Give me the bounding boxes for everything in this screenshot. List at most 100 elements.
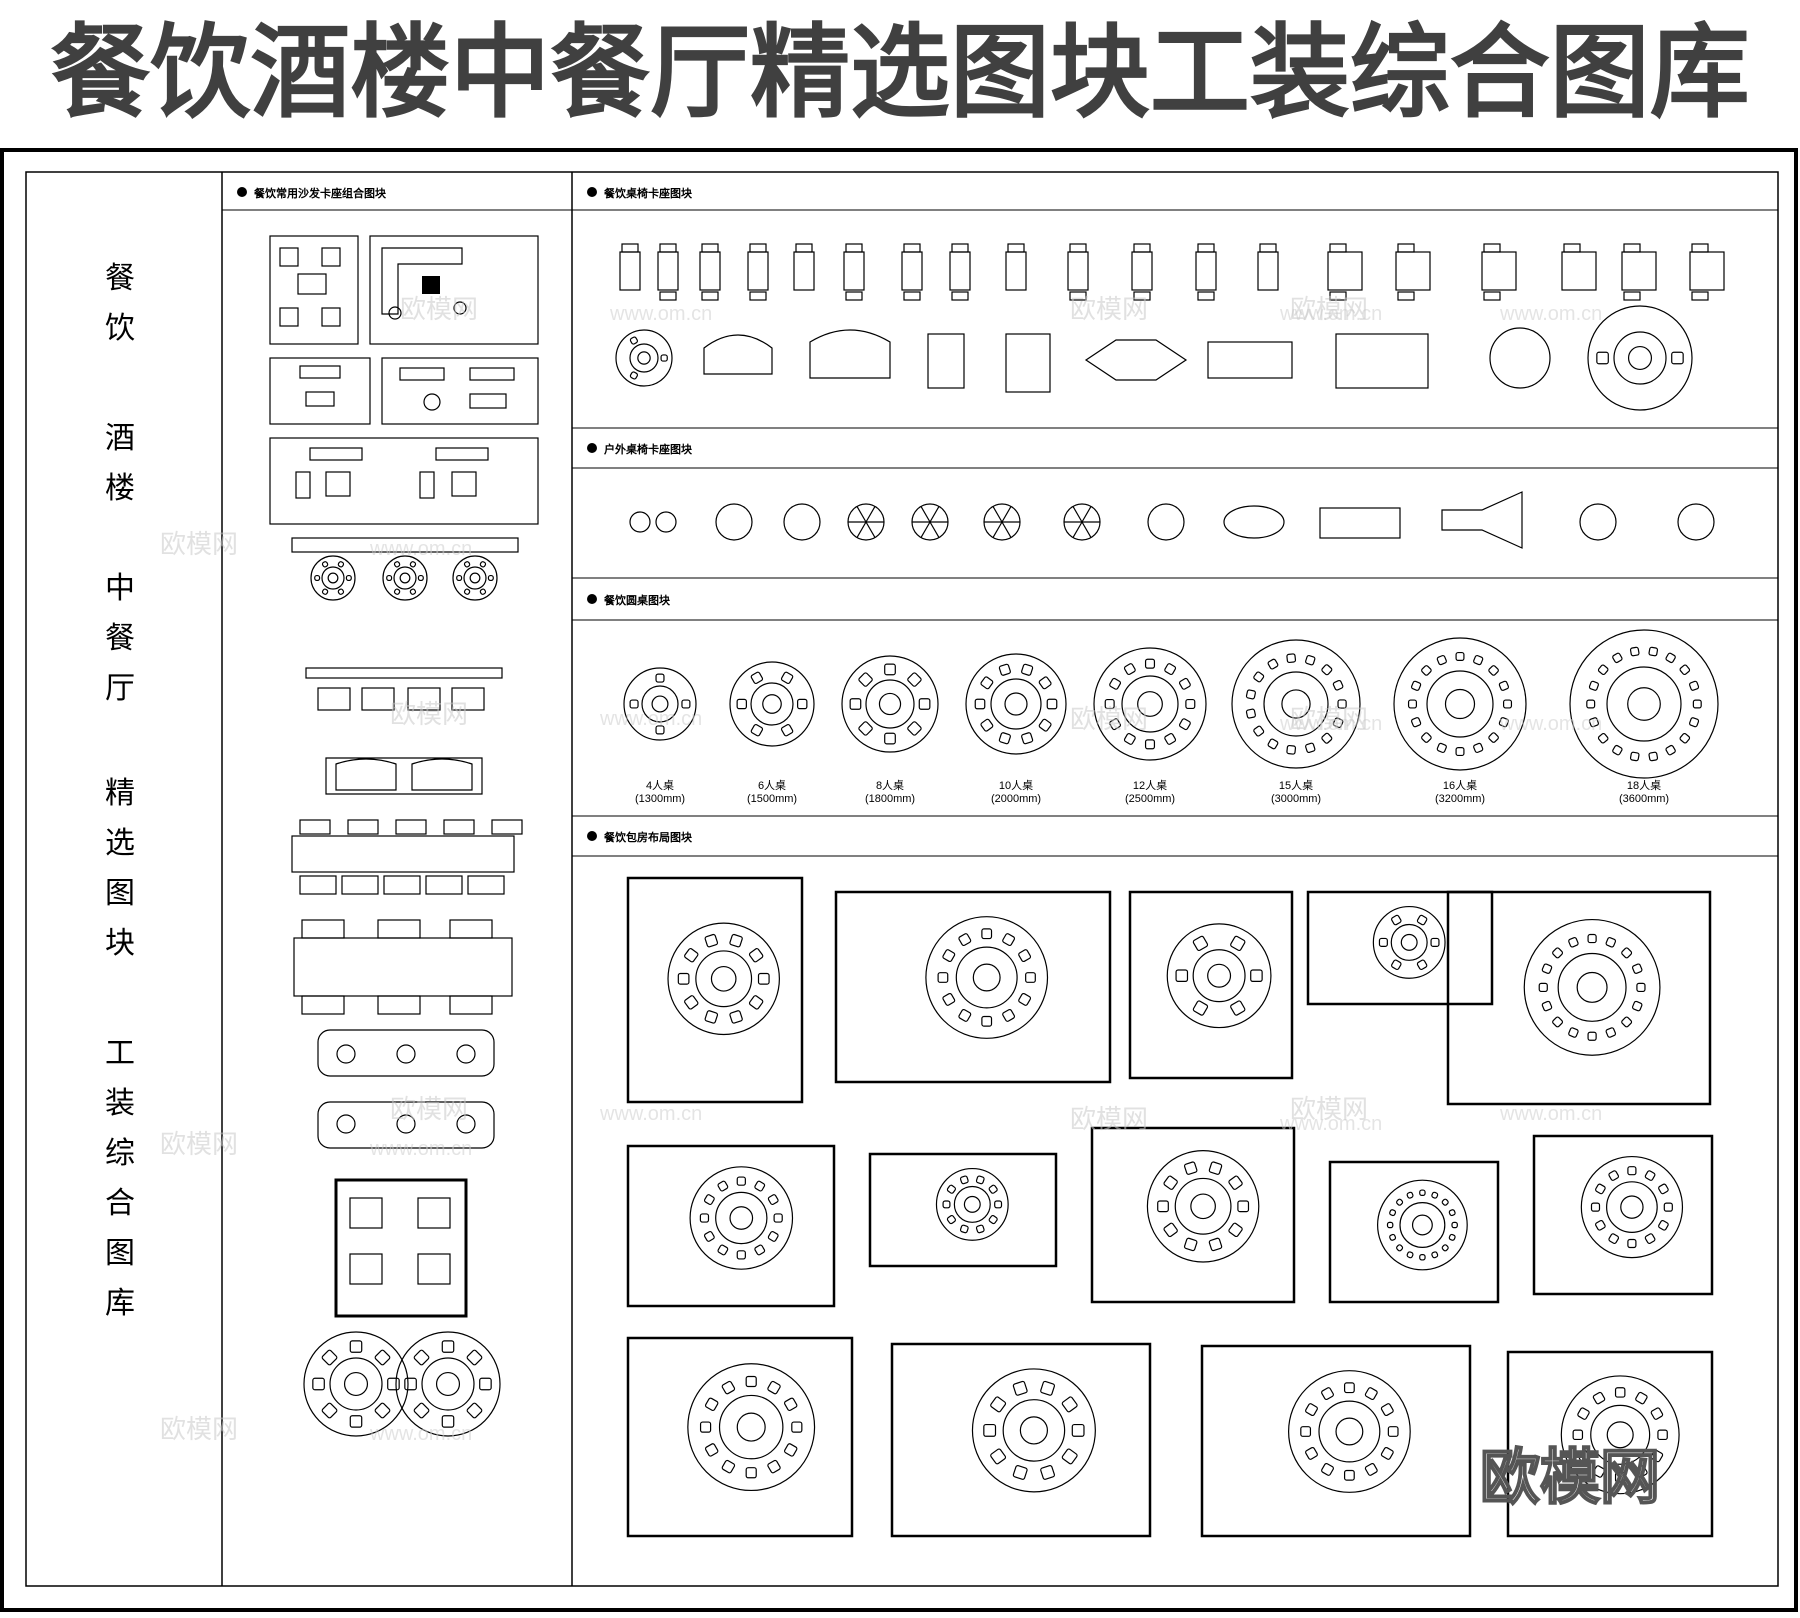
chair-icon xyxy=(1483,291,1501,301)
chair xyxy=(983,1423,997,1437)
vertical-title-char: 厅 xyxy=(105,671,135,706)
chair xyxy=(1431,1191,1439,1199)
chair xyxy=(1208,1237,1223,1252)
umbrella-rib xyxy=(992,521,1003,538)
chair xyxy=(1406,1251,1414,1259)
table-top xyxy=(1399,1201,1446,1248)
chair xyxy=(1305,742,1316,754)
outdoor-table xyxy=(655,511,677,533)
round-table-size: (1800mm) xyxy=(864,793,916,805)
table-outer-ring xyxy=(965,653,1067,755)
chair xyxy=(1614,1387,1626,1398)
table-icon xyxy=(1195,251,1217,291)
chair xyxy=(1123,732,1136,745)
outdoor-table xyxy=(1677,503,1715,541)
table-outer-ring xyxy=(303,1331,409,1437)
chair xyxy=(717,1180,729,1192)
round-table-people: 4人桌 xyxy=(645,780,675,792)
room-wall xyxy=(890,1342,1152,1538)
table-icon xyxy=(949,251,971,291)
chair xyxy=(1071,1423,1085,1437)
vertical-title-char: 选 xyxy=(105,826,135,861)
table-top xyxy=(1613,331,1667,385)
chair xyxy=(1286,744,1297,755)
chair xyxy=(1267,658,1279,670)
chair xyxy=(780,671,794,684)
banquette xyxy=(305,667,503,679)
chair xyxy=(1123,663,1136,676)
round-table-people: 10人桌 xyxy=(998,780,1034,792)
table-outer-ring xyxy=(310,555,356,601)
watermark-url: www.om.cn xyxy=(1499,1103,1602,1125)
chair-icon xyxy=(1197,291,1215,301)
chair-icon xyxy=(1069,291,1087,301)
chair xyxy=(1498,680,1510,691)
table-outer-ring xyxy=(395,1331,501,1437)
round-table-people: 8人桌 xyxy=(875,780,905,792)
chair xyxy=(773,1213,783,1223)
table-outer-ring xyxy=(623,667,697,741)
chair-icon xyxy=(659,243,677,253)
chairs-bottom xyxy=(449,995,493,1015)
table-outer-ring xyxy=(1580,1155,1684,1259)
chair xyxy=(884,732,896,745)
watermark-text: 欧模网 xyxy=(390,1095,468,1125)
vertical-title-char: 块 xyxy=(105,926,135,961)
watermark-url: www.om.cn xyxy=(1279,713,1382,735)
chair xyxy=(312,1377,325,1391)
chair xyxy=(629,699,639,709)
chair xyxy=(1321,1387,1334,1401)
chair xyxy=(1431,1251,1439,1259)
chair xyxy=(1451,1221,1458,1229)
curved-booth-icon xyxy=(809,329,891,379)
chair xyxy=(1541,1000,1553,1012)
chair xyxy=(1679,732,1691,744)
chair-row xyxy=(425,875,463,895)
watermark-text: 欧模网 xyxy=(1070,295,1148,325)
chair xyxy=(1627,1166,1637,1176)
chair xyxy=(958,933,972,947)
chair xyxy=(1597,664,1609,676)
chair xyxy=(797,698,808,710)
watermark-url: www.om.cn xyxy=(1279,1113,1382,1135)
chair xyxy=(1473,742,1484,754)
lazy-susan xyxy=(327,572,339,584)
room-wall xyxy=(1446,890,1712,1106)
chair xyxy=(345,574,352,582)
chair xyxy=(998,663,1011,676)
chair xyxy=(1109,718,1122,731)
communal-table xyxy=(293,937,513,997)
bar-stool-set xyxy=(299,819,331,835)
chair xyxy=(1391,914,1402,926)
chair xyxy=(1541,963,1553,974)
table-top xyxy=(718,1394,784,1460)
table-icon xyxy=(1689,251,1725,291)
chair xyxy=(1038,676,1052,690)
chair xyxy=(314,574,321,582)
chair xyxy=(1305,1403,1318,1417)
chair xyxy=(1343,1382,1355,1394)
table-outer-ring xyxy=(1523,918,1661,1056)
outdoor-table xyxy=(715,503,753,541)
chair xyxy=(1448,1209,1456,1217)
chair xyxy=(780,724,794,737)
chair xyxy=(1343,1469,1355,1481)
umbrella-rib xyxy=(1081,521,1092,538)
chair xyxy=(1164,732,1177,745)
table-top xyxy=(1002,1399,1066,1462)
booth-seat-group xyxy=(417,1197,451,1229)
chair xyxy=(1300,1426,1312,1437)
round-table-size: (1500mm) xyxy=(746,793,798,805)
chair xyxy=(681,699,691,709)
vertical-title-char: 综 xyxy=(105,1136,135,1171)
table-icon xyxy=(901,251,923,291)
chair xyxy=(1612,652,1623,664)
vertical-title: 餐饮酒楼中餐厅精选图块工装综合图库 xyxy=(105,261,135,1321)
armchair xyxy=(279,247,299,267)
watermark-url: www.om.cn xyxy=(609,303,712,325)
chair xyxy=(1109,677,1122,690)
chair xyxy=(349,1340,363,1353)
chairs-top xyxy=(449,919,493,939)
lazy-susan xyxy=(343,1371,369,1397)
